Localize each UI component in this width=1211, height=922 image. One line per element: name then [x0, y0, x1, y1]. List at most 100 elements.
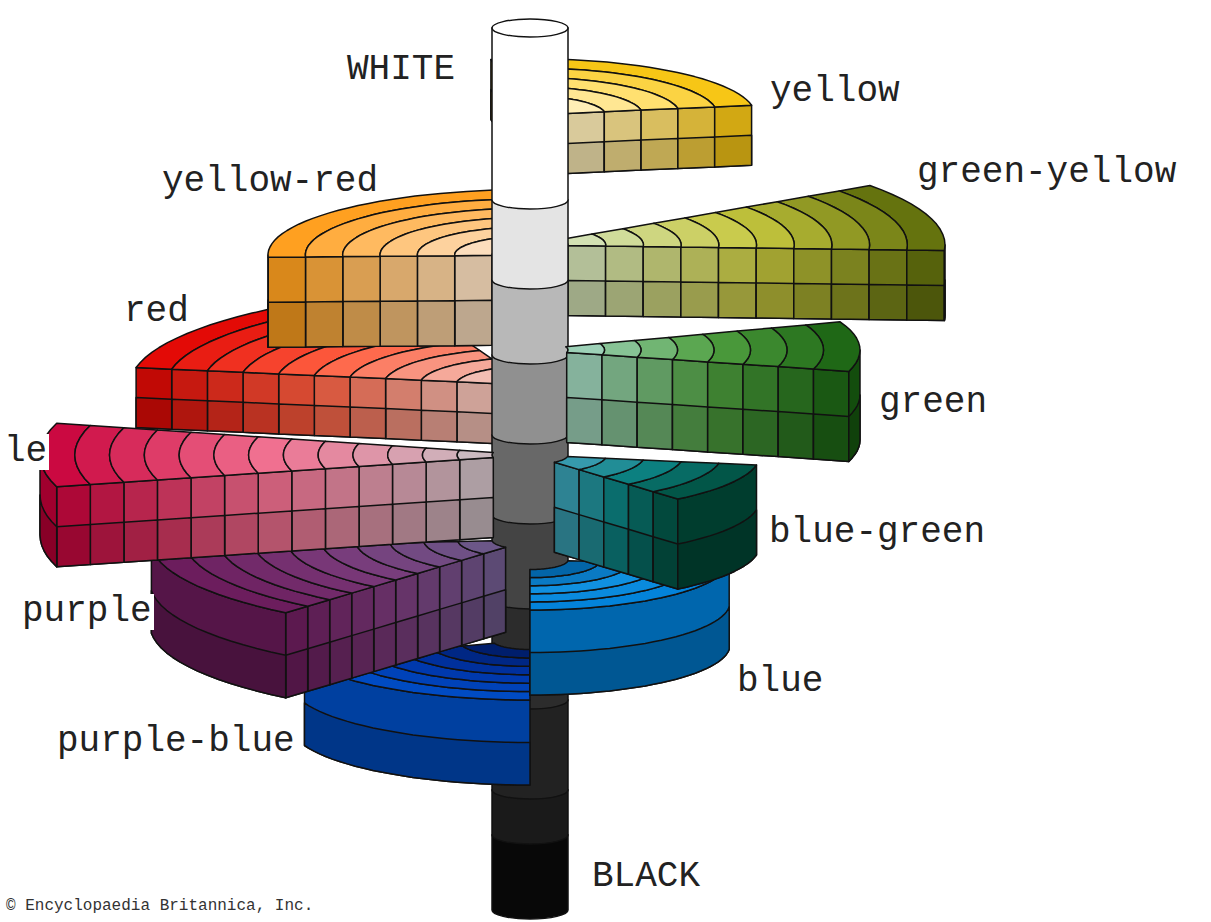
value-step-side — [678, 137, 715, 169]
value-axis-step — [492, 280, 568, 364]
value-step-side — [172, 399, 208, 431]
value-step-side — [306, 302, 343, 347]
value-step-side — [460, 498, 494, 540]
value-step-side — [568, 281, 606, 317]
chroma-step-side — [602, 355, 637, 447]
chroma-step-side — [606, 246, 644, 317]
chroma-step-side — [743, 364, 778, 456]
value-step-side — [715, 135, 752, 167]
value-step-side — [308, 642, 330, 691]
chroma-step-side — [869, 249, 907, 320]
outer-face-lower — [849, 395, 860, 461]
hue-label: green — [877, 385, 989, 421]
hue-label: blue-green — [767, 515, 987, 551]
chroma-step-side — [343, 256, 380, 346]
chroma-step-side — [832, 249, 870, 319]
value-step-side — [314, 406, 350, 438]
chroma-step-side — [396, 574, 418, 666]
value-step-side — [673, 405, 708, 452]
value-step-side — [719, 283, 757, 319]
value-step-side — [869, 284, 907, 320]
chroma-step-side — [386, 379, 422, 441]
chroma-step-side — [604, 110, 641, 172]
value-step-side — [352, 629, 374, 678]
value-step-side — [567, 398, 602, 445]
chroma-step-side — [814, 369, 849, 461]
chroma-step-side — [306, 257, 343, 347]
chroma-step-side — [643, 247, 681, 318]
value-step-side — [136, 398, 172, 430]
value-step-side — [57, 525, 91, 567]
outer-face-lower — [530, 607, 729, 695]
chroma-step-side — [567, 112, 604, 174]
value-step-side — [743, 409, 778, 456]
chroma-step-side — [279, 374, 315, 436]
value-step-side — [653, 537, 678, 589]
value-step-side — [604, 140, 641, 172]
chroma-step-side — [484, 547, 506, 639]
chroma-step-side — [258, 471, 292, 553]
value-step-side — [286, 649, 308, 698]
value-step-side — [380, 301, 417, 346]
chroma-step-side — [286, 606, 308, 698]
value-step-side — [567, 142, 604, 174]
chroma-step-side — [440, 560, 462, 652]
hue-label: purple — [20, 594, 154, 630]
chroma-step-top — [463, 643, 530, 658]
chroma-step-side — [907, 250, 945, 321]
chroma-step-side — [374, 580, 396, 672]
chroma-step-side — [352, 587, 374, 679]
value-step-side — [457, 412, 493, 444]
outer-face — [944, 245, 946, 320]
value-step-side — [778, 412, 813, 459]
chroma-step-side — [207, 371, 243, 433]
chroma-step-side — [426, 460, 460, 542]
value-step-side — [393, 502, 427, 544]
chroma-step-side — [421, 380, 457, 442]
chroma-step-top — [554, 457, 605, 470]
value-step-side — [643, 282, 681, 318]
value-step-side — [191, 516, 225, 558]
outer-face-lower — [305, 703, 531, 785]
chroma-step-top — [457, 450, 493, 459]
chroma-step-side — [292, 469, 326, 551]
value-step-side — [629, 529, 654, 581]
value-axis-step — [492, 200, 568, 289]
hue-label: le — [2, 434, 49, 470]
chroma-step-side — [308, 600, 330, 692]
value-step-side — [292, 509, 326, 551]
value-step-side — [455, 300, 492, 345]
chroma-step-side — [568, 246, 606, 317]
chroma-step-side — [653, 492, 678, 589]
hue-label: red — [122, 294, 191, 330]
value-step-side — [484, 590, 506, 639]
value-axis-step — [492, 835, 568, 919]
hue-label: yellow — [768, 74, 902, 110]
value-step-side — [243, 402, 279, 434]
value-step-side — [418, 609, 440, 658]
chroma-step-side — [673, 360, 708, 452]
chroma-step-side — [417, 256, 454, 346]
chroma-step-side — [359, 464, 393, 546]
value-step-side — [426, 500, 460, 542]
value-step-side — [396, 616, 418, 665]
chroma-step-side — [708, 362, 743, 454]
value-step-side — [90, 522, 124, 564]
chroma-step-side — [455, 255, 492, 345]
value-step-side — [814, 414, 849, 461]
value-axis-step — [492, 28, 568, 209]
value-step-side — [681, 282, 719, 318]
chroma-step-side — [380, 256, 417, 346]
value-step-side — [330, 636, 352, 685]
value-step-side — [417, 301, 454, 346]
outer-face-lower — [267, 300, 269, 347]
hue-label: blue — [735, 664, 825, 700]
value-step-side — [832, 284, 870, 319]
value-step-side — [343, 301, 380, 346]
chroma-step-side — [457, 382, 493, 444]
hue-label: green-yellow — [915, 155, 1178, 191]
chroma-step-side — [243, 372, 279, 434]
value-step-side — [350, 407, 386, 439]
value-step-side — [374, 623, 396, 672]
chroma-step-side — [641, 109, 678, 171]
